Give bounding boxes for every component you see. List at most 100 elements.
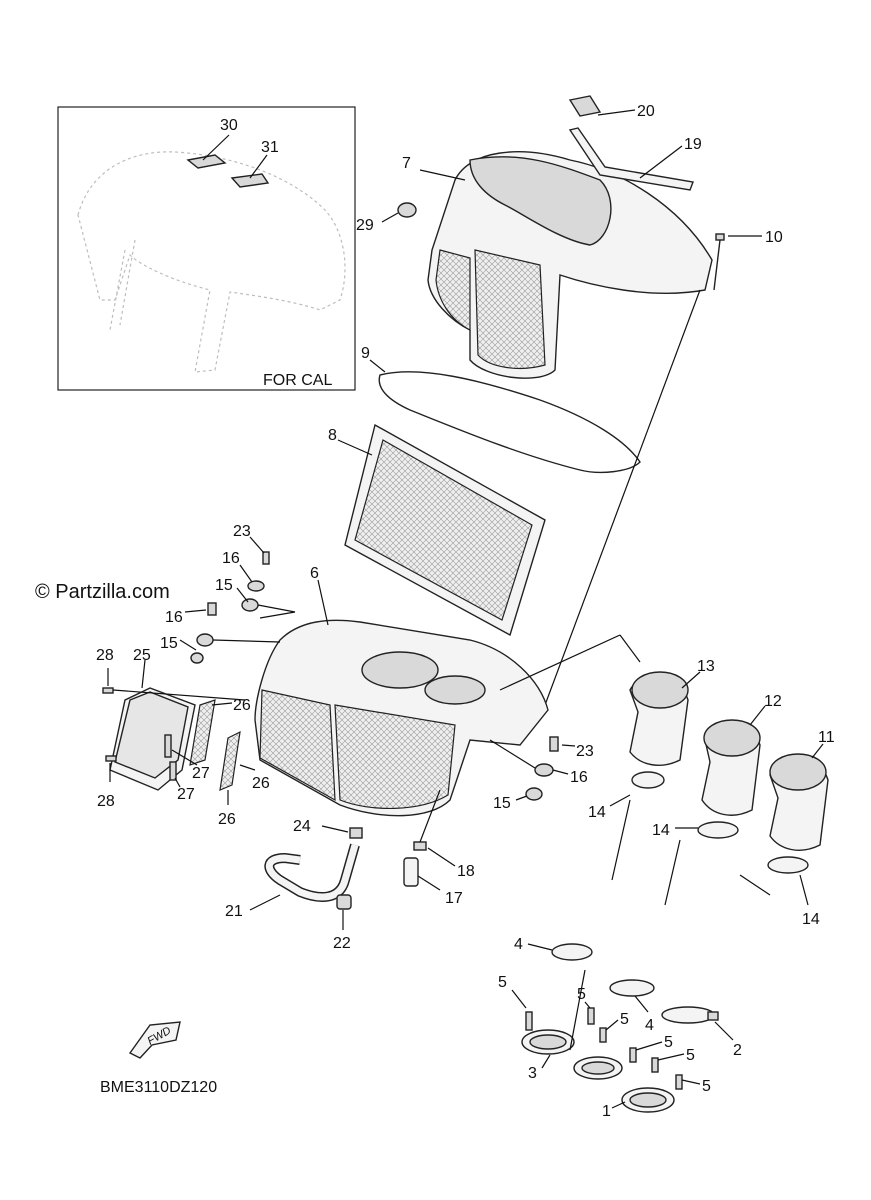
drawing-code: BME3110DZ120	[100, 1079, 217, 1096]
watermark: © Partzilla.com	[35, 581, 170, 603]
svg-text:21: 21	[225, 903, 243, 920]
svg-text:4: 4	[645, 1017, 654, 1034]
fwd-arrow-icon: FWD	[128, 1021, 181, 1059]
svg-text:24: 24	[293, 818, 311, 835]
svg-text:27: 27	[192, 765, 210, 782]
svg-text:14: 14	[802, 911, 820, 928]
svg-text:16: 16	[570, 769, 588, 786]
part-13-intake-duct: 13	[499, 634, 715, 766]
inset-airbox-ghost	[77, 151, 346, 373]
svg-text:17: 17	[445, 890, 463, 907]
label-decal-31: 31	[230, 139, 279, 188]
part-6-airbox-lower: 6	[254, 565, 549, 817]
svg-text:30: 30	[220, 117, 238, 134]
part-20-clip: 20	[568, 95, 655, 120]
part-2-clamp: 2	[661, 1006, 742, 1059]
svg-text:16: 16	[165, 609, 183, 626]
part-18-clamp: 18	[413, 789, 475, 880]
part-26-gasket-c: 26	[239, 764, 270, 792]
svg-text:26: 26	[218, 811, 236, 828]
part-22-plug: 22	[333, 894, 352, 952]
part-5-screw-b: 5	[577, 986, 595, 1025]
part-28-screw-upper: 28	[96, 647, 246, 701]
svg-text:18: 18	[457, 863, 475, 880]
svg-text:5: 5	[498, 974, 507, 991]
part-29-grommet: 29	[356, 202, 417, 234]
part-4-clamp-b: 4	[609, 979, 655, 1034]
svg-text:5: 5	[686, 1047, 695, 1064]
svg-text:9: 9	[361, 345, 370, 362]
svg-text:4: 4	[514, 936, 523, 953]
part-11-intake-duct: 11	[769, 729, 835, 851]
svg-text:28: 28	[96, 647, 114, 664]
svg-text:15: 15	[160, 635, 178, 652]
part-8-air-filter: 8	[328, 423, 546, 637]
part-7-airbox-cover: 7	[402, 151, 713, 379]
part-27-seal-a: 27	[164, 734, 210, 782]
part-3-joint: 3	[521, 1029, 575, 1082]
svg-text:8: 8	[328, 427, 337, 444]
svg-text:29: 29	[356, 217, 374, 234]
svg-text:5: 5	[620, 1011, 629, 1028]
part-5-screw-c: 5	[599, 1011, 629, 1043]
part-5-screw-e: 5	[651, 1047, 695, 1073]
part-10-bolt: 10	[713, 229, 783, 291]
svg-text:14: 14	[588, 804, 606, 821]
part-23-bolt-lower: 23	[549, 736, 594, 760]
part-17-tube: 17	[403, 857, 463, 907]
part-5-screw-f: 5	[675, 1074, 711, 1095]
part-joint-middle	[573, 1056, 623, 1080]
part-16-collar-mid: 16	[165, 602, 217, 626]
svg-text:25: 25	[133, 647, 151, 664]
svg-text:28: 28	[97, 793, 115, 810]
svg-text:31: 31	[261, 139, 279, 156]
part-14-clamp-c: 14	[611, 799, 820, 928]
part-23-bolt-upper: 23	[233, 523, 270, 565]
svg-text:20: 20	[637, 103, 655, 120]
svg-text:5: 5	[664, 1034, 673, 1051]
svg-text:5: 5	[577, 986, 586, 1003]
part-15-grommet-mid: 15	[160, 633, 281, 664]
part-1-joint: 1	[602, 1087, 675, 1120]
svg-text:23: 23	[233, 523, 251, 540]
part-24-clip: 24	[293, 818, 363, 839]
part-21-drain-hose: 21	[225, 843, 360, 920]
svg-text:22: 22	[333, 935, 351, 952]
leader-long-10	[544, 289, 701, 706]
part-5-screw-d: 5	[629, 1034, 673, 1063]
part-28-screw-lower: 28	[97, 755, 117, 810]
svg-text:23: 23	[576, 743, 594, 760]
part-26-gasket-a: 26	[189, 697, 251, 766]
svg-text:27: 27	[177, 786, 195, 803]
part-26-gasket-b: 26	[218, 730, 241, 828]
svg-text:16: 16	[222, 550, 240, 567]
part-16-collar-upper: 16	[222, 550, 265, 592]
svg-text:10: 10	[765, 229, 783, 246]
part-4-clamp-a: 4	[514, 936, 593, 961]
part-15-grommet-upper: 15	[215, 577, 296, 619]
svg-text:13: 13	[697, 658, 715, 675]
svg-text:7: 7	[402, 155, 411, 172]
leader-joint-3	[569, 969, 586, 1051]
svg-text:15: 15	[215, 577, 233, 594]
inset-frame	[57, 106, 356, 391]
svg-text:12: 12	[764, 693, 782, 710]
svg-text:6: 6	[310, 565, 319, 582]
part-12-intake-duct: 12	[701, 693, 782, 816]
svg-text:3: 3	[528, 1065, 537, 1082]
part-15-grommet-lower: 15	[493, 787, 543, 812]
svg-text:19: 19	[684, 136, 702, 153]
svg-text:15: 15	[493, 795, 511, 812]
part-25-bracket: 25	[109, 647, 196, 791]
part-16-collar-lower: 16	[489, 739, 588, 786]
svg-text:11: 11	[818, 729, 835, 746]
svg-text:1: 1	[602, 1103, 611, 1120]
svg-text:26: 26	[252, 775, 270, 792]
svg-text:2: 2	[733, 1042, 742, 1059]
inset-label: FOR CAL	[263, 372, 332, 389]
part-9-gasket: 9	[361, 345, 641, 474]
svg-text:5: 5	[702, 1078, 711, 1095]
part-27-seal-b: 27	[169, 761, 195, 803]
part-14-clamp-b: 14	[652, 821, 739, 839]
